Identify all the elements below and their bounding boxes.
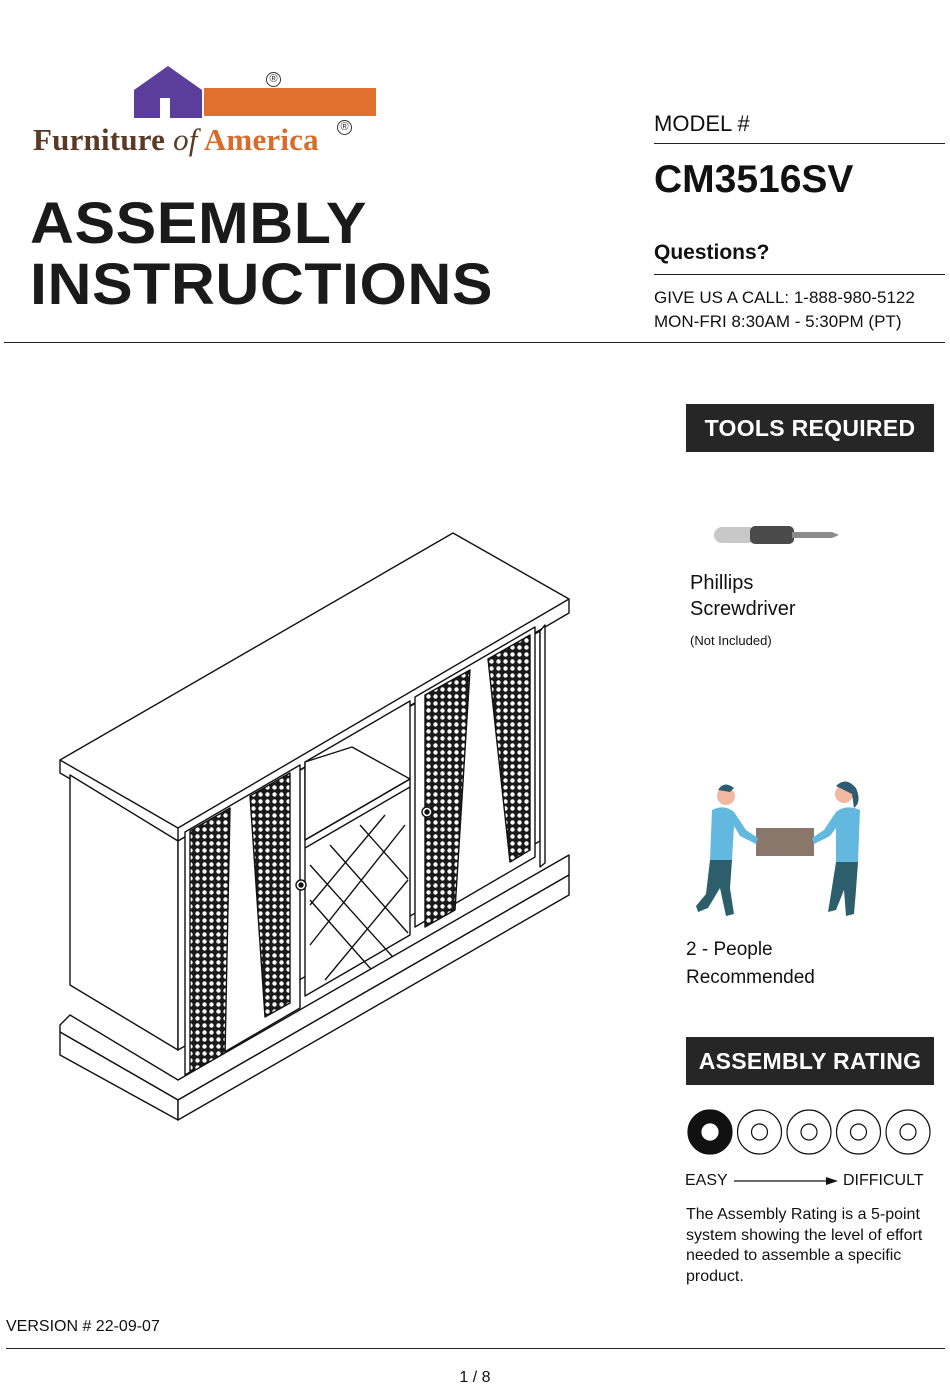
brand-name-part2: of [173, 122, 198, 157]
model-label: MODEL # [654, 111, 750, 136]
support-phone: GIVE US A CALL: 1-888-980-5122 [654, 288, 915, 307]
scale-easy-label: EASY [685, 1172, 728, 1189]
brand-logo: ® Furniture of America ® [30, 64, 376, 160]
footer-divider [6, 1348, 945, 1349]
header-divider [4, 342, 945, 343]
rating-dots [687, 1109, 931, 1155]
people-line-1: 2 - People [686, 939, 773, 960]
brand-name: Furniture of America [33, 122, 319, 158]
rating-dot-2 [736, 1109, 783, 1155]
page-number: 1 / 8 [459, 1369, 491, 1386]
phillips-screwdriver-icon [714, 526, 839, 544]
model-divider [654, 143, 945, 144]
title-line-2: INSTRUCTIONS [30, 252, 494, 317]
title-line-1: ASSEMBLY [30, 191, 367, 256]
tool-name-line-1: Phillips [690, 572, 754, 594]
tools-required-banner: TOOLS REQUIRED [686, 404, 934, 452]
registered-mark: ® [266, 72, 281, 87]
people-line-2: Recommended [686, 967, 815, 988]
tool-note: (Not Included) [690, 633, 772, 648]
brand-name-part1: Furniture [33, 122, 166, 157]
scale-difficult-label: DIFFICULT [843, 1172, 924, 1189]
registered-mark-2: ® [337, 120, 352, 135]
rating-description: The Assembly Rating is a 5-point system … [686, 1206, 923, 1285]
support-hours: MON-FRI 8:30AM - 5:30PM (PT) [654, 312, 902, 331]
version-number: VERSION # 22-09-07 [6, 1318, 160, 1335]
rating-dot-5 [885, 1109, 931, 1155]
rating-dot-1 [687, 1109, 733, 1155]
cabinet-drawing [59, 532, 570, 1121]
model-number: CM3516SV [654, 158, 854, 201]
assembly-rating-banner: ASSEMBLY RATING [686, 1037, 934, 1085]
questions-divider [654, 274, 945, 275]
questions-heading: Questions? [654, 241, 770, 264]
tool-name-line-2: Screwdriver [690, 598, 796, 620]
two-people-carrying-box-icon [696, 781, 860, 916]
scale-arrow-icon [734, 1177, 838, 1185]
brand-name-part3: America [203, 122, 319, 157]
house-logo-icon [134, 66, 376, 118]
rating-dot-3 [786, 1109, 832, 1155]
rating-scale [686, 1108, 934, 1156]
rating-dot-4 [835, 1109, 882, 1155]
